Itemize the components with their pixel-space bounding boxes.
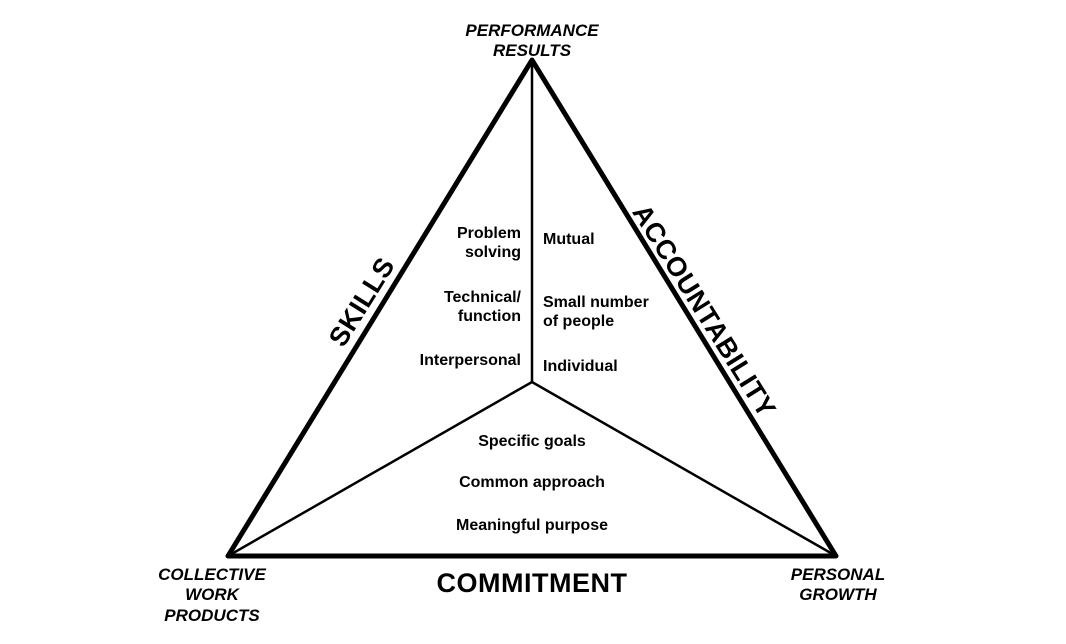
commitment-item: Meaningful purpose (456, 517, 608, 534)
commitment-item: Specific goals (478, 433, 586, 450)
accountability-item: Small number of people (543, 294, 649, 331)
skills-item: Interpersonal (419, 352, 521, 369)
left-divider (227, 380, 533, 558)
right-divider (531, 380, 837, 558)
outer-triangle (225, 57, 839, 559)
skills-item: Technical/ function (443, 289, 521, 326)
corner-label-top: PERFORMANCE RESULTS (465, 21, 599, 61)
skills-item: Problem solving (456, 225, 521, 262)
accountability-item: Individual (543, 358, 618, 375)
corner-label-bottom-left: COLLECTIVE WORK PRODUCTS (158, 565, 266, 625)
commitment-item: Common approach (459, 474, 605, 491)
accountability-item: Mutual (543, 231, 595, 248)
side-label-commitment: COMMITMENT (436, 567, 628, 598)
corner-label-bottom-right: PERSONAL GROWTH (790, 565, 886, 605)
